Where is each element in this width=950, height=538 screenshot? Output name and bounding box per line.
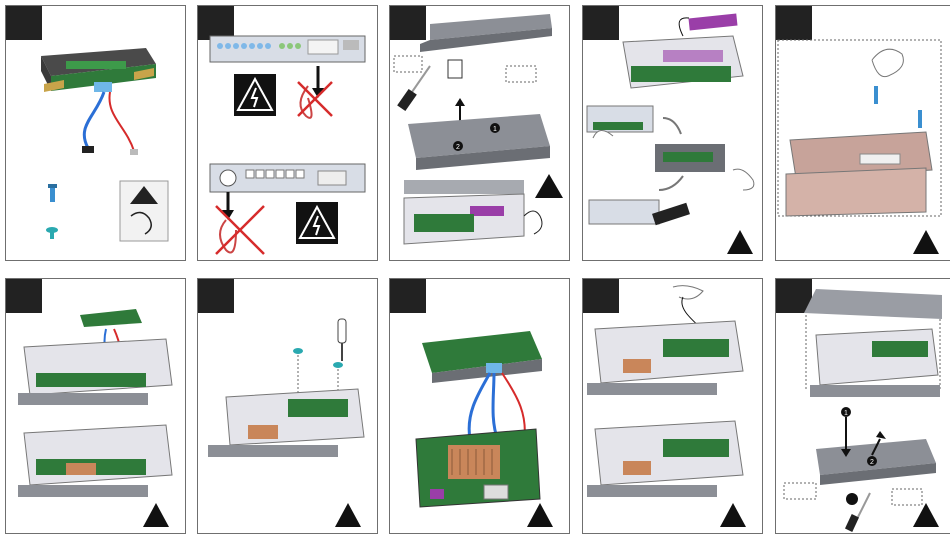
esd-warning-icon [776,6,950,261]
step-panel-1 [5,5,186,261]
callout-2: 2 [456,144,460,151]
high-voltage-warning-icon [198,6,378,261]
esd-warning-icon [583,6,763,261]
esd-warning-icon [390,279,570,534]
step-panel-7 [197,278,378,534]
step-panel-6 [5,278,186,534]
esd-warning-icon [583,279,763,534]
step-panel-9 [582,278,763,534]
step-panel-5 [775,5,950,261]
step-panel-4 [582,5,763,261]
callout-1: 1 [493,126,497,133]
esd-warning-icon [198,279,378,534]
step-panel-2 [197,5,378,261]
esd-warning-icon [6,6,186,261]
esd-warning-icon [6,279,186,534]
cover-removal-illustration: 1 2 [390,6,570,261]
step-panel-3: 1 2 [389,5,570,261]
esd-warning-icon [776,279,950,534]
esd-warning-icon [533,172,565,200]
step-panel-8 [389,278,570,534]
step-panel-10: 1 2 [775,278,950,534]
